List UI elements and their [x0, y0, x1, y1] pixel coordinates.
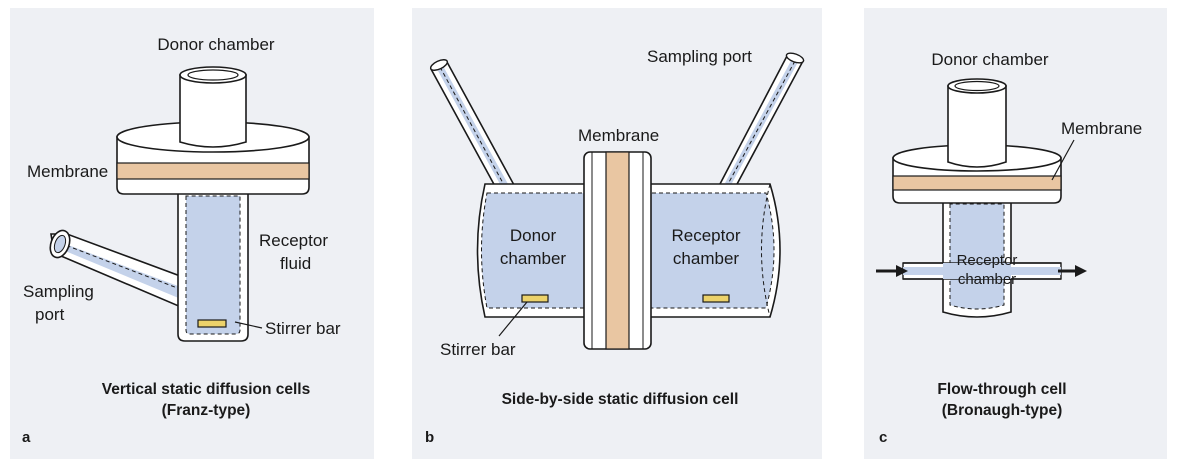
panel-a-sampling-port-label-1: Sampling [23, 282, 94, 301]
panel-b-left-sampling-tube [429, 59, 516, 189]
panel-a-donor-chamber-label: Donor chamber [157, 35, 275, 54]
panel-c-membrane-leader [1051, 139, 1075, 181]
panel-b-caption: Side-by-side static diffusion cell [502, 391, 739, 408]
panel-c-outflow-arrow [1058, 265, 1087, 277]
panel-a-stirrer-leader [234, 321, 263, 329]
panel-c-donor-chamber-label: Donor chamber [931, 50, 1049, 69]
panel-c-receptor-label-2: chamber [958, 271, 1016, 288]
panel-b-clamp [583, 151, 652, 350]
panel-b-donor-label-1: Donor [510, 226, 557, 245]
panel-a-sampling-port-label-2: port [35, 305, 65, 324]
panel-a-stirrer-bar-label: Stirrer bar [265, 319, 341, 338]
panel-b-letter: b [425, 429, 434, 446]
panel-a-caption-2: (Franz-type) [162, 402, 251, 419]
panel-c-inflow-arrow [876, 265, 908, 277]
panel-b-donor-label-2: chamber [500, 249, 566, 268]
panel-c-receptor-label-1: Receptor [957, 252, 1018, 269]
panel-a: Donor chamber Membrane Receptor fluid Sa… [10, 8, 374, 459]
panel-c: Donor chamber Membrane Receptor chamber … [864, 8, 1167, 459]
panel-c-caption-2: (Bronaugh-type) [942, 402, 1063, 419]
panel-b-right-sampling-tube [718, 52, 805, 187]
panel-b-sampling-port-label: Sampling port [647, 47, 752, 66]
panel-b-membrane-label: Membrane [578, 126, 659, 145]
panel-b-donor-stirrer-bar [521, 294, 549, 303]
panel-c-background [864, 8, 1167, 459]
panel-c-membrane [892, 175, 1062, 191]
panel-c-flow-tube [902, 262, 1062, 280]
panel-c-receptor-fluid [949, 203, 1005, 310]
panel-a-membrane [116, 162, 310, 180]
panel-b-receptor-label-2: chamber [673, 249, 739, 268]
panel-a-receptor-fluid-label-1: Receptor [259, 231, 328, 250]
panel-a-receptor-fluid [185, 195, 241, 335]
panel-c-membrane-label: Membrane [1061, 119, 1142, 138]
panel-c-receptor-body [942, 199, 1012, 318]
panel-c-caption-1: Flow-through cell [937, 381, 1066, 398]
panel-c-letter: c [879, 429, 887, 446]
panel-b-receptor-chamber [644, 183, 781, 318]
panel-b-stirrer-bar-label: Stirrer bar [440, 340, 516, 359]
panel-a-letter: a [22, 429, 31, 446]
panel-b-receptor-label-1: Receptor [672, 226, 741, 245]
panel-b-stirrer-leader [498, 301, 528, 337]
panel-b-membrane [605, 151, 630, 350]
panel-a-stirrer-bar [197, 319, 227, 328]
panel-a-receptor-body [177, 191, 249, 342]
panel-a-caption-1: Vertical static diffusion cells [102, 381, 310, 398]
panel-a-membrane-label: Membrane [27, 162, 108, 181]
panel-b: Sampling port Membrane Donor chamber Rec… [412, 8, 822, 459]
panel-a-receptor-fluid-label-2: fluid [280, 254, 311, 273]
panel-b-donor-chamber [476, 183, 591, 318]
panel-c-donor-tube [947, 78, 1007, 168]
panel-a-donor-tube [179, 66, 247, 148]
panel-b-receptor-stirrer-bar [702, 294, 730, 303]
